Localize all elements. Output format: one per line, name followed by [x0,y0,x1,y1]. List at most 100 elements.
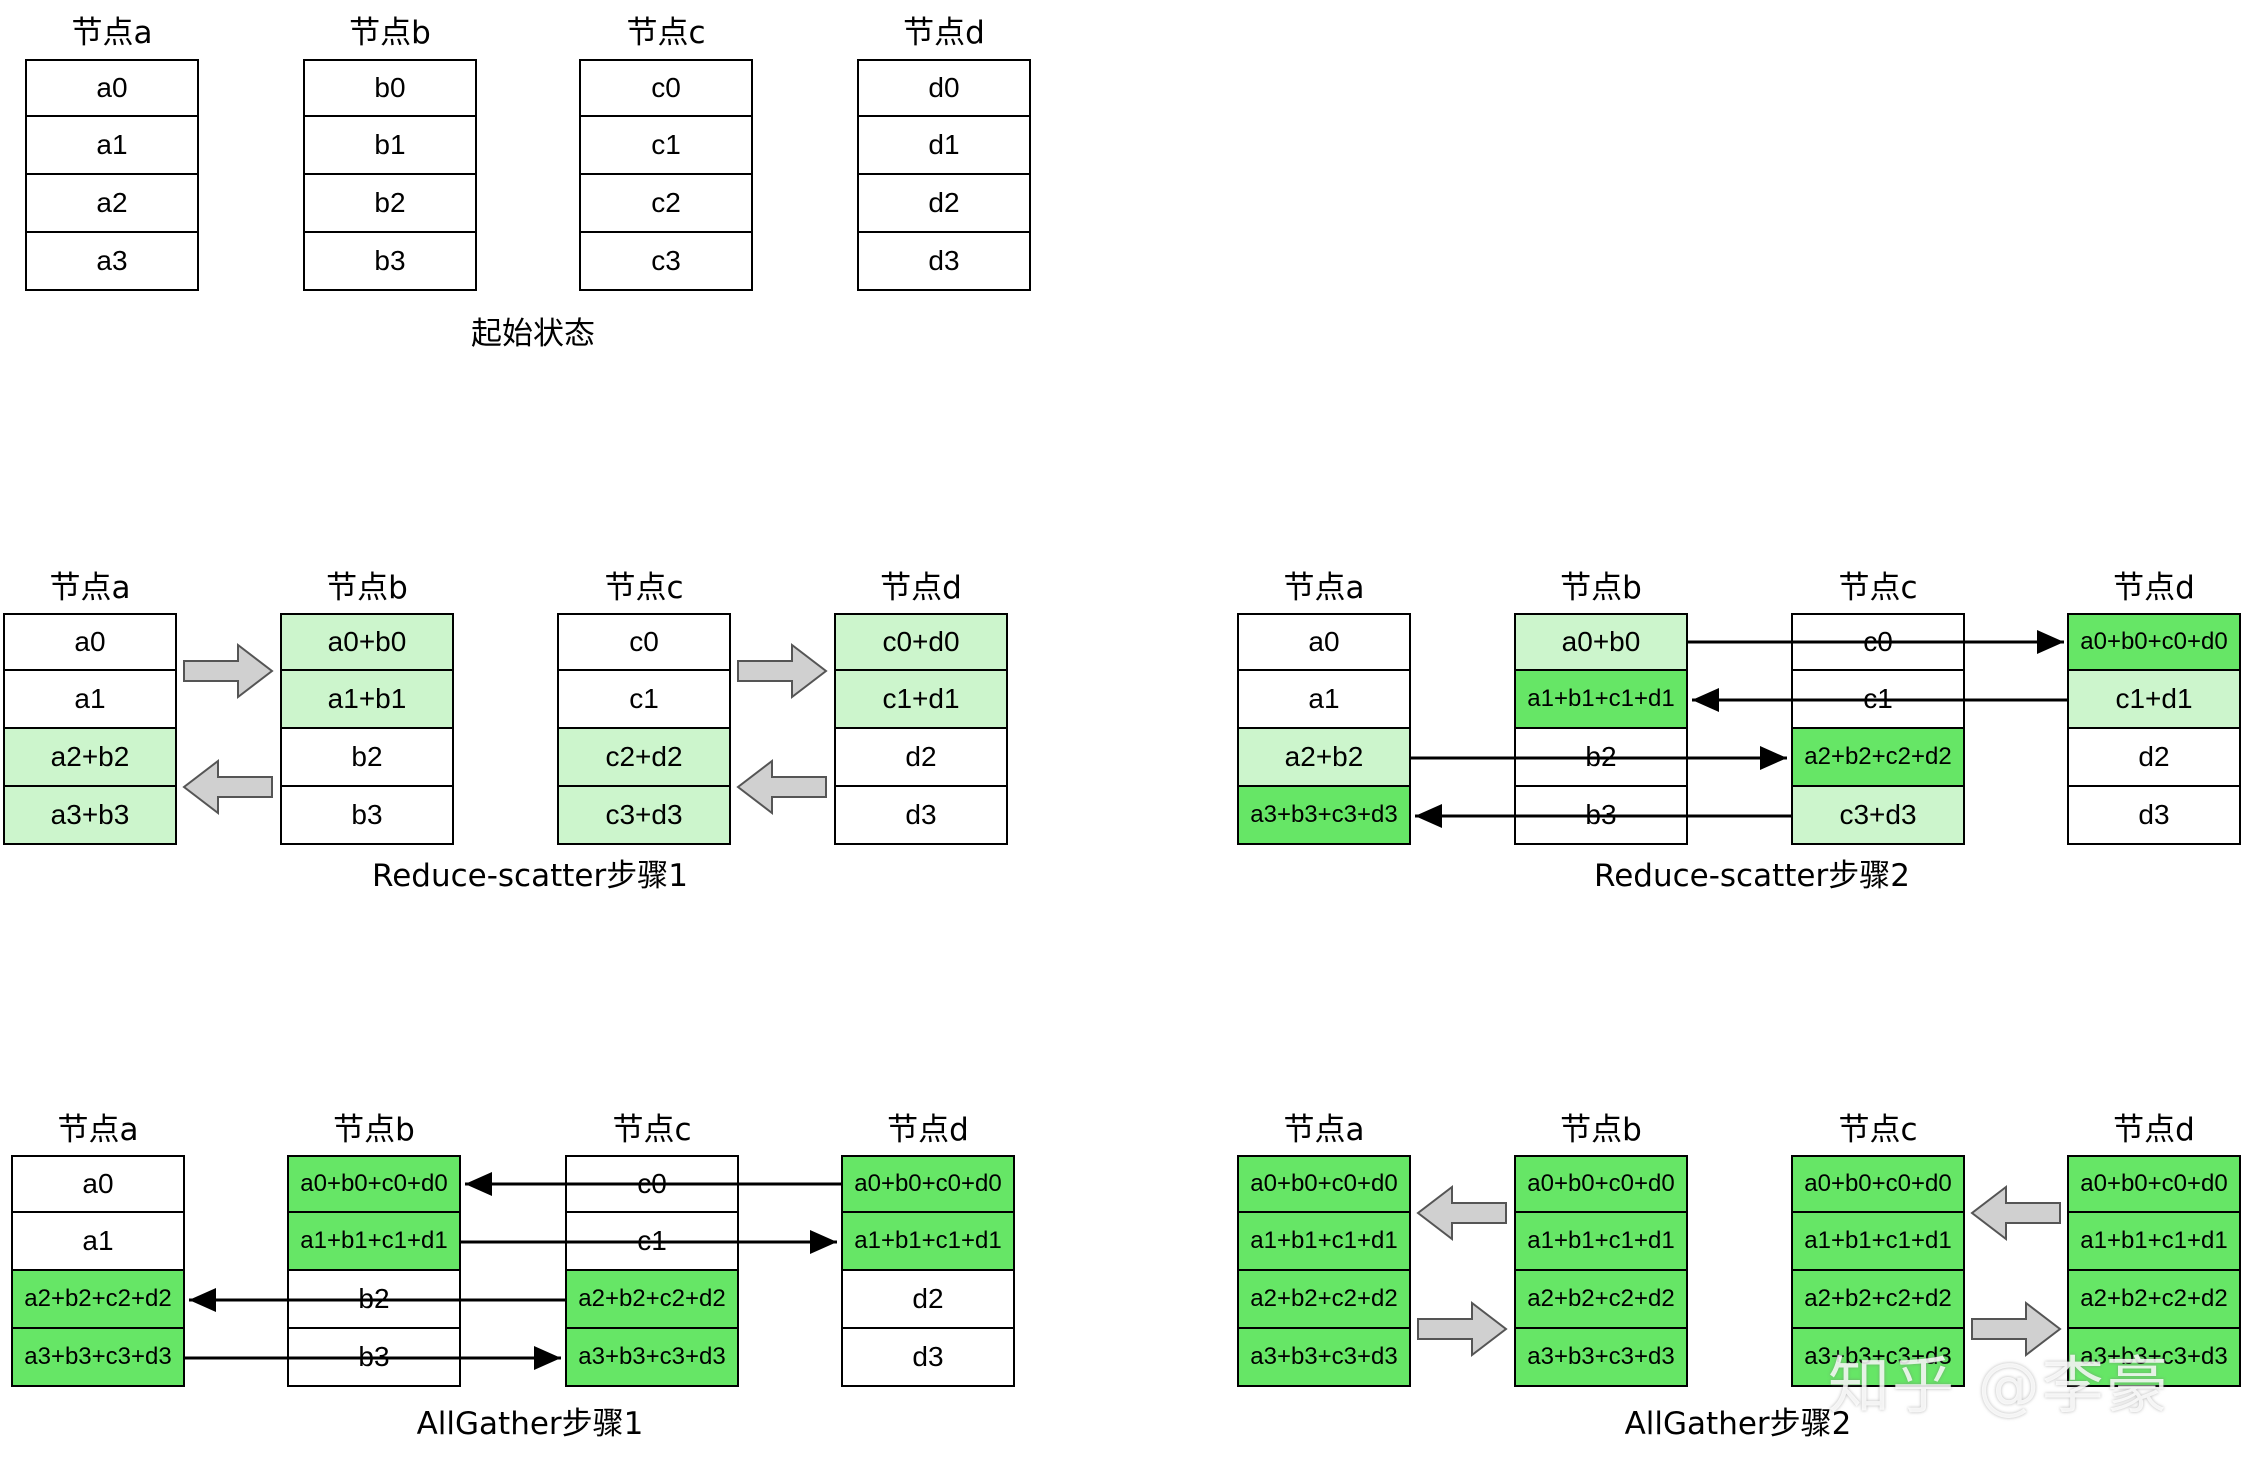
node-title: 节点d [880,570,962,606]
buffer-cell: b3 [303,233,477,291]
node-title: 节点b [326,570,408,606]
buffer-cell: d3 [834,787,1008,845]
buffer-cell: a0+b0+c0+d0 [2067,1155,2241,1213]
buffer-cell: a0 [25,59,199,117]
buffer-cell: b3 [1514,787,1688,845]
buffer-cell: a1+b1+c1+d1 [1791,1213,1965,1271]
buffer-cell: a3+b3+c3+d3 [565,1329,739,1387]
buffer-cell: a2+b2+c2+d2 [2067,1271,2241,1329]
panel-caption: AllGather步骤2 [1624,1406,1852,1442]
buffer-cell: c1 [1791,671,1965,729]
node-title: 节点d [903,15,985,51]
buffer-cell: c0 [565,1155,739,1213]
buffer-cell: a1+b1+c1+d1 [1237,1213,1411,1271]
buffer-cell: c1 [565,1213,739,1271]
buffer-cell: d2 [841,1271,1015,1329]
buffer-cell: d1 [857,117,1031,175]
panel-caption: Reduce-scatter步骤2 [1594,858,1910,894]
buffer-cell: a2+b2+c2+d2 [565,1271,739,1329]
node-title: 节点d [2113,1112,2195,1148]
node-title: 节点c [604,570,684,606]
buffer-cell: a0+b0+c0+d0 [841,1155,1015,1213]
panel-caption: AllGather步骤1 [416,1406,644,1442]
buffer-cell: c3+d3 [557,787,731,845]
buffer-cell: d0 [857,59,1031,117]
node-title: 节点d [2113,570,2195,606]
node-title: 节点a [1283,570,1365,606]
buffer-cell: a0+b0+c0+d0 [287,1155,461,1213]
buffer-cell: a3+b3+c3+d3 [1514,1329,1688,1387]
buffer-cell: a3+b3+c3+d3 [2067,1329,2241,1387]
buffer-cell: b2 [280,729,454,787]
buffer-cell: d2 [2067,729,2241,787]
buffer-cell: a2 [25,175,199,233]
buffer-cell: a0 [11,1155,185,1213]
node-title: 节点b [1560,570,1642,606]
buffer-cell: a3 [25,233,199,291]
panel-caption: 起始状态 [471,316,595,352]
buffer-cell: a1+b1+c1+d1 [841,1213,1015,1271]
buffer-cell: a2+b2+c2+d2 [1791,1271,1965,1329]
buffer-cell: c1+d1 [834,671,1008,729]
node-title: 节点a [1283,1112,1365,1148]
buffer-cell: b2 [287,1271,461,1329]
buffer-cell: a2+b2+c2+d2 [1237,1271,1411,1329]
node-title: 节点a [57,1112,139,1148]
node-title: 节点b [333,1112,415,1148]
buffer-cell: c3+d3 [1791,787,1965,845]
buffer-cell: c0 [1791,613,1965,671]
buffer-cell: a0 [3,613,177,671]
node-title: 节点c [1838,1112,1918,1148]
buffer-cell: a3+b3+c3+d3 [1237,787,1411,845]
buffer-cell: a2+b2+c2+d2 [11,1271,185,1329]
buffer-cell: a3+b3+c3+d3 [11,1329,185,1387]
buffer-cell: a3+b3+c3+d3 [1791,1329,1965,1387]
buffer-cell: a1 [11,1213,185,1271]
buffer-cell: d2 [834,729,1008,787]
buffer-cell: a0+b0+c0+d0 [1791,1155,1965,1213]
buffer-cell: b2 [1514,729,1688,787]
buffer-cell: a2+b2+c2+d2 [1514,1271,1688,1329]
buffer-cell: a1+b1+c1+d1 [1514,671,1688,729]
buffer-cell: c0 [557,613,731,671]
buffer-cell: a2+b2+c2+d2 [1791,729,1965,787]
buffer-cell: a0+b0+c0+d0 [1514,1155,1688,1213]
buffer-cell: b0 [303,59,477,117]
panel-caption: Reduce-scatter步骤1 [372,858,688,894]
buffer-cell: a3+b3 [3,787,177,845]
buffer-cell: a1+b1+c1+d1 [2067,1213,2241,1271]
buffer-cell: b3 [280,787,454,845]
buffer-cell: c2 [579,175,753,233]
buffer-cell: c2+d2 [557,729,731,787]
watermark: 知乎 @李豪 [1828,1349,2170,1422]
buffer-cell: c1 [579,117,753,175]
buffer-cell: a3+b3+c3+d3 [1237,1329,1411,1387]
buffer-cell: d3 [857,233,1031,291]
node-title: 节点c [1838,570,1918,606]
buffer-cell: b2 [303,175,477,233]
buffer-cell: a0+b0 [280,613,454,671]
buffer-cell: c0+d0 [834,613,1008,671]
buffer-cell: d3 [841,1329,1015,1387]
buffer-cell: b1 [303,117,477,175]
node-title: 节点b [349,15,431,51]
buffer-cell: a1+b1+c1+d1 [1514,1213,1688,1271]
buffer-cell: a2+b2 [3,729,177,787]
buffer-cell: a1+b1 [280,671,454,729]
